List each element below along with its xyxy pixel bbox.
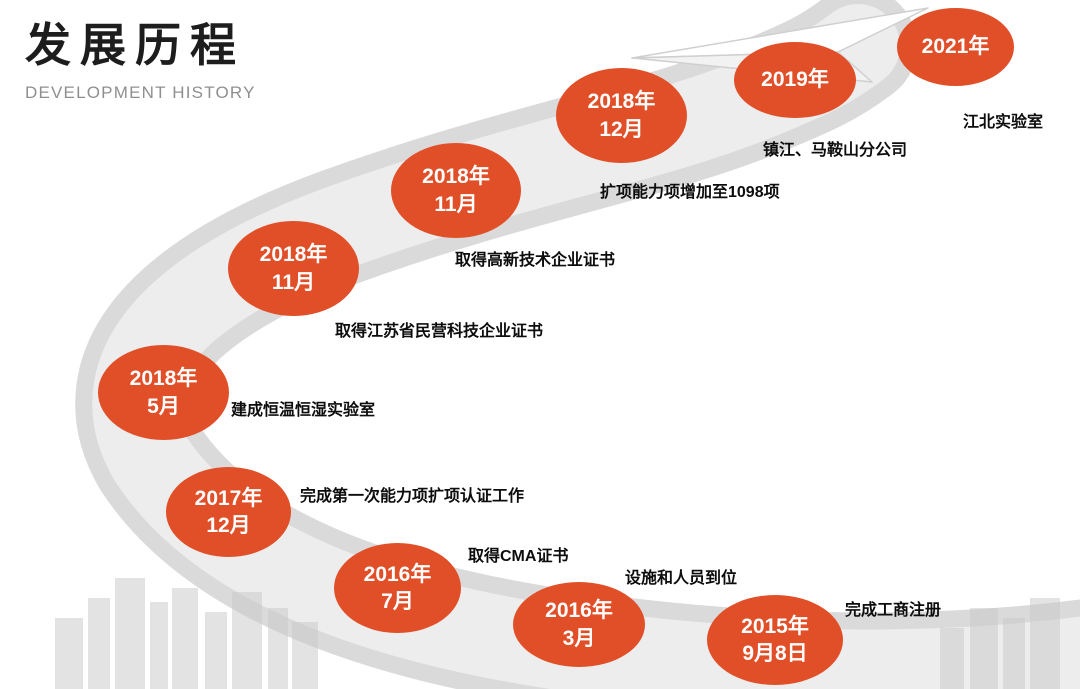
milestone-date-line2: 11月 xyxy=(271,270,316,294)
milestone-date-line2: 11月 xyxy=(434,192,478,216)
milestone-bubble-2017-12: 2017年 12月 xyxy=(166,467,291,557)
header: 发展历程 DEVELOPMENT HISTORY xyxy=(25,20,256,103)
milestone-date-line1: 2021年 xyxy=(921,35,990,59)
milestone-bubble-2018-11-a: 2018年 11月 xyxy=(228,221,359,316)
milestone-label-2015-9-8: 完成工商注册 xyxy=(845,602,942,619)
milestone-bubble-2016-3: 2016年 3月 xyxy=(513,582,645,667)
milestone-label-2016-7: 取得CMA证书 xyxy=(468,548,569,565)
milestone-date-line2: 3月 xyxy=(562,626,596,650)
milestone-date-line2: 7月 xyxy=(381,590,414,613)
milestone-label-2016-3: 设施和人员到位 xyxy=(625,570,738,587)
milestone-date-line1: 2018年 xyxy=(422,165,490,189)
milestone-date-line2: 9月8日 xyxy=(742,642,808,665)
milestone-date-line1: 2018年 xyxy=(587,90,656,114)
milestone-label-2021: 江北实验室 xyxy=(963,114,1044,131)
milestone-date-line1: 2016年 xyxy=(363,562,432,586)
milestone-date-line1: 2016年 xyxy=(545,599,613,623)
milestone-bubble-2016-7: 2016年 7月 xyxy=(334,543,461,633)
milestone-label-2018-12: 扩项能力项增加至1098项 xyxy=(600,184,780,201)
city-skyline xyxy=(55,578,1060,689)
milestone-bubble-2018-5: 2018年 5月 xyxy=(98,345,229,440)
milestone-bubble-2021: 2021年 xyxy=(897,8,1014,86)
page-subtitle: DEVELOPMENT HISTORY xyxy=(25,82,256,102)
milestone-date-line2: 12月 xyxy=(599,117,644,141)
page-title: 发展历程 xyxy=(25,19,245,71)
milestone-bubble-2018-12: 2018年 12月 xyxy=(556,68,687,163)
milestone-date-line1: 2019年 xyxy=(761,68,829,92)
milestone-date-line1: 2017年 xyxy=(194,486,263,510)
milestone-label-2018-5: 建成恒温恒湿实验室 xyxy=(231,402,376,419)
milestone-bubble-2019: 2019年 xyxy=(734,42,856,118)
milestone-date-line2: 12月 xyxy=(206,514,251,537)
milestone-date-line1: 2018年 xyxy=(129,367,198,391)
milestone-label-2017-12: 完成第一次能力项扩项认证工作 xyxy=(300,488,525,505)
milestone-bubble-2015-9-8: 2015年 9月8日 xyxy=(707,595,843,685)
milestone-bubble-2018-11-b: 2018年 11月 xyxy=(391,143,521,238)
milestone-date-line1: 2018年 xyxy=(259,243,328,267)
milestone-date-line2: 5月 xyxy=(147,394,180,418)
milestone-label-2018-11-b: 取得高新技术企业证书 xyxy=(455,252,616,269)
milestone-label-2019: 镇江、马鞍山分公司 xyxy=(763,142,908,159)
milestone-date-line1: 2015年 xyxy=(741,614,809,638)
milestone-label-2018-11-a: 取得江苏省民营科技企业证书 xyxy=(335,323,544,340)
